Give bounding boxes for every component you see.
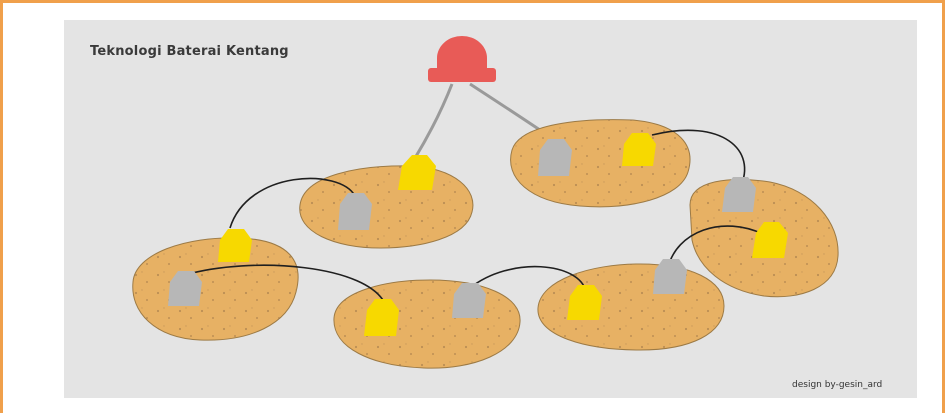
- zinc-electrode: [452, 283, 486, 318]
- wire-p4-to-p5: [184, 264, 387, 307]
- copper-electrode: [622, 133, 656, 166]
- wire-p5-to-p6: [469, 265, 587, 293]
- copper-electrode: [752, 222, 788, 258]
- potato-1: [299, 165, 474, 249]
- potato-6: [537, 263, 725, 351]
- copper-electrode: [218, 229, 252, 262]
- wire-p1-to-p4: [229, 177, 356, 229]
- potato-5: [333, 279, 521, 369]
- zinc-electrode: [538, 139, 572, 176]
- led-bulb-icon: [428, 36, 496, 82]
- zinc-electrode: [653, 259, 687, 294]
- copper-electrode: [364, 299, 399, 336]
- wire-p3-to-p6: [667, 225, 766, 269]
- led-wire-left: [413, 83, 454, 159]
- diagram-title: Teknologi Baterai Kentang: [90, 44, 289, 59]
- design-credit: design by-gesin_ard: [792, 380, 883, 390]
- zinc-electrode: [168, 271, 202, 306]
- copper-electrode: [398, 155, 436, 190]
- potato-4: [132, 237, 299, 341]
- zinc-electrode: [722, 177, 756, 212]
- zinc-electrode: [338, 193, 372, 230]
- wire-p2-to-p3: [651, 129, 746, 189]
- copper-electrode: [567, 285, 602, 320]
